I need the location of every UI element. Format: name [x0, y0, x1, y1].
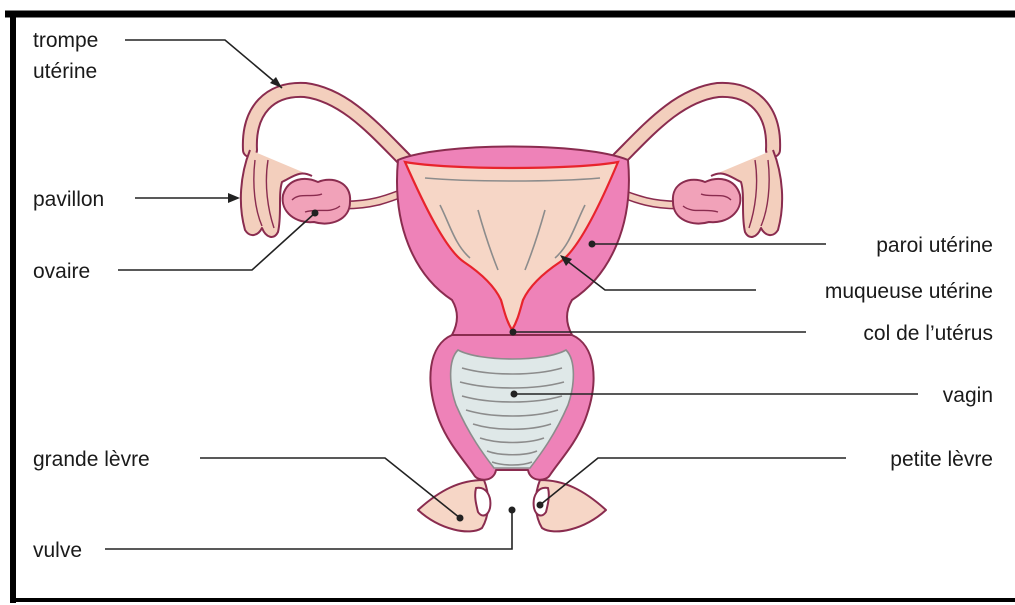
label-vulve: vulve [33, 539, 82, 562]
label-trompe-uterine-line2: utérine [33, 60, 97, 83]
left-ovary [283, 179, 351, 224]
label-col-uterus: col de l’utérus [863, 322, 993, 345]
label-paroi-uterine: paroi utérine [876, 234, 993, 257]
label-petite-levre: petite lèvre [890, 448, 993, 471]
label-pavillon: pavillon [33, 188, 104, 211]
label-trompe-uterine-line1: trompe [33, 29, 98, 52]
label-muqueuse-uterine: muqueuse utérine [825, 280, 993, 303]
label-vagin: vagin [943, 384, 993, 407]
right-ovary [673, 179, 741, 224]
label-grande-levre: grande lèvre [33, 448, 150, 471]
left-labium-minus [475, 488, 490, 516]
label-ovaire: ovaire [33, 260, 90, 283]
right-labium-minus [534, 488, 549, 516]
